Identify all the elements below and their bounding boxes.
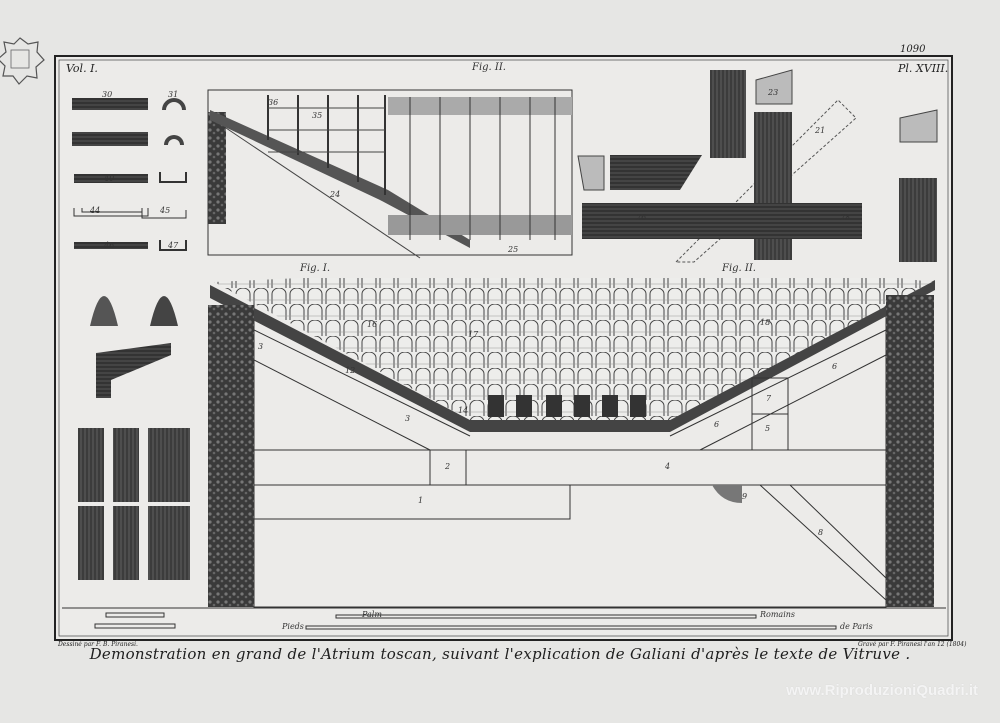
watermark: www.RiproduzioniQuadri.it [786,682,978,699]
part-number: 46 [104,241,115,250]
part-number: 35 [312,111,323,120]
part-number: 44 [90,206,101,215]
part-number: 24 [330,190,341,199]
volume-label: Vol. I. [66,62,98,75]
plate-number: Pl. XVIII. [898,62,949,75]
part-number: 17 [468,330,479,339]
part-number: 25 [508,245,519,254]
part-number: 7 [766,394,772,403]
scale-palm-label: Palm [362,610,382,619]
part-number: 2 [445,462,451,471]
fig-right-label: Fig. II. [722,263,756,274]
part-number: 16 [367,320,378,329]
part-number: 6 [832,362,838,371]
part-number: 9 [742,492,748,501]
part-number: 1 [418,496,424,505]
part-number: 45 [160,206,171,215]
part-number: 4 [665,462,671,471]
part-number: 30 [102,90,113,99]
part-number: 5 [765,424,771,433]
scale-feet-label: Pieds [282,622,304,631]
scale-palm-unit: Romains [760,610,796,619]
part-number: 26 [636,213,647,222]
part-number: 36 [268,98,279,107]
part-number: 3 [258,342,264,351]
part-number: 12 [345,366,356,375]
part-number: 28 [840,213,851,222]
part-number: 8 [818,528,824,537]
part-number: 6 [714,420,720,429]
fig-main-atrium-section [208,278,935,608]
plate-caption: Demonstration en grand de l'Atrium tosca… [89,645,911,663]
drawn-by-credit: Dessiné par F. B. Piranesi. [58,641,138,648]
part-number: 23 [768,88,779,97]
fig-top-roof-section [207,89,573,259]
timber-joints [577,69,938,263]
fig-left-label: Fig. I. [300,263,331,274]
tile-panels [78,428,190,580]
part-number: 47 [168,241,179,250]
collection-stamp [0,37,45,85]
page-number: 1090 [900,44,926,55]
part-number: 21 [815,126,826,135]
part-number: 3 [405,414,411,423]
part-number: 40 [104,174,115,183]
part-number: 31 [168,90,179,99]
part-number: 18 [760,318,771,327]
fig-top-label: Fig. II. [472,62,506,73]
scale-bars [62,607,946,630]
small-profiles [72,98,187,398]
scale-feet-unit: de Paris [840,622,873,631]
engraved-by-credit: Gravé par F. Piranesi l'an 12 (1804) [858,641,967,648]
part-number: 14 [458,406,469,415]
